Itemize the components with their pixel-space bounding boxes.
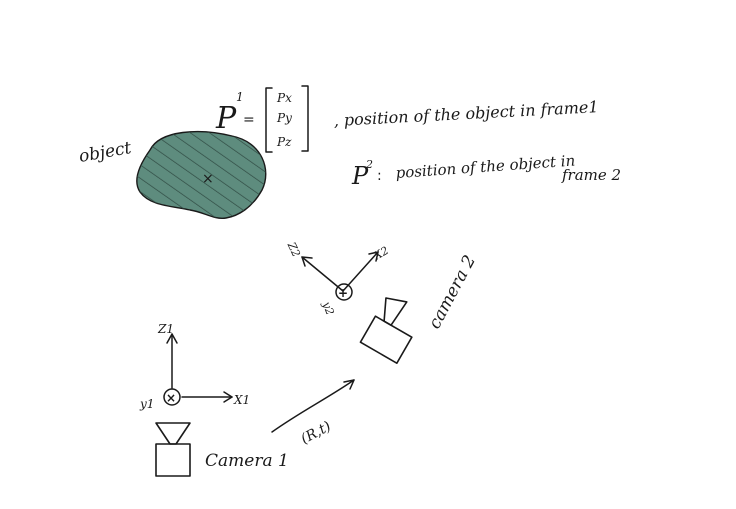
camera2-axis-x-label: X2 <box>371 244 391 263</box>
p2-symbol: P <box>351 162 369 190</box>
camera1-axis-z-label: Z1 <box>157 322 174 336</box>
object-center-mark: × <box>202 171 214 187</box>
p2-description-line2: frame 2 <box>561 166 621 184</box>
p1-equation: P 1 = Px Py Pz , position of the object … <box>215 85 599 153</box>
camera1-icon <box>155 422 191 477</box>
camera2-frame: + Z2 X2 y2 <box>284 239 391 316</box>
camera2-icon <box>359 297 413 364</box>
svg-text:+: + <box>338 286 348 300</box>
p2-description-line1: position of the object in <box>395 151 576 182</box>
transform-arrow <box>271 379 355 433</box>
object-label: object <box>77 138 133 167</box>
p2-separator: : <box>377 168 382 184</box>
camera2-origin <box>335 283 353 301</box>
p2-superscript: 2 <box>365 158 373 171</box>
camera1-axis-x-label: X1 <box>233 393 250 407</box>
p1-symbol: P <box>215 101 237 136</box>
p1-left-bracket <box>265 87 273 153</box>
camera1-axis-y-label: y1 <box>139 397 154 411</box>
p1-vector-x: Px <box>276 91 292 105</box>
p1-vector-y: Py <box>276 111 292 125</box>
p1-vector-z: Pz <box>276 135 292 149</box>
p1-description: , position of the object in frame1 <box>333 97 599 130</box>
camera2-label: camera 2 <box>425 252 480 332</box>
p1-superscript: 1 <box>236 90 244 104</box>
p1-right-bracket <box>301 85 309 152</box>
transform-label: (R,t) <box>298 419 333 448</box>
camera2-axis-z-label: Z2 <box>284 239 302 259</box>
object-blob: × <box>136 131 267 220</box>
camera2-axis-y-label: y2 <box>319 299 336 317</box>
camera1-frame: × Z1 X1 y1 <box>139 322 250 411</box>
camera1-label: Camera 1 <box>205 451 289 471</box>
p2-description-block: P 2 : position of the object in frame 2 <box>351 151 621 190</box>
p1-equals: = <box>243 112 255 128</box>
camera1-origin <box>163 388 181 406</box>
svg-text:×: × <box>166 391 176 405</box>
